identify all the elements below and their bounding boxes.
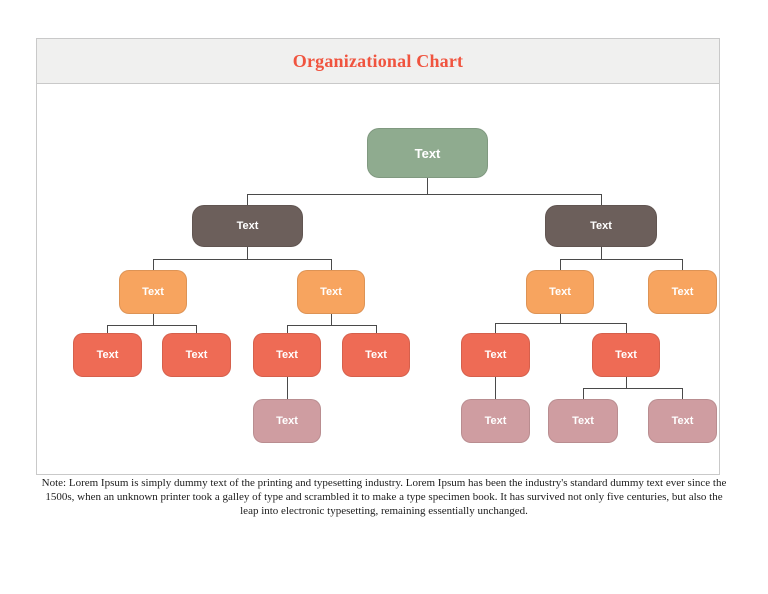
connector-segment [107, 325, 108, 333]
org-node-label: Text [365, 349, 387, 361]
org-node-label: Text [549, 286, 571, 298]
org-node-label: Text [484, 415, 507, 427]
org-node-l2-b[interactable]: Text [545, 205, 657, 247]
connector-segment [682, 259, 683, 270]
chart-header: Organizational Chart [37, 39, 719, 84]
org-node-label: Text [320, 286, 342, 298]
org-node-label: Text [236, 220, 259, 232]
org-node-root[interactable]: Text [367, 128, 488, 178]
org-node-label: Text [615, 349, 637, 361]
connector-segment [495, 323, 496, 333]
connector-segment [560, 314, 561, 323]
connector-segment [376, 325, 377, 333]
org-node-label: Text [276, 349, 298, 361]
connector-segment [153, 259, 331, 260]
chart-title: Organizational Chart [292, 50, 464, 71]
chart-frame: Organizational Chart [36, 38, 720, 475]
org-node-label: Text [671, 415, 694, 427]
connector-segment [153, 314, 154, 325]
connector-segment [495, 323, 626, 324]
connector-segment [495, 377, 496, 399]
org-node-label: Text [484, 349, 507, 361]
connector-segment [247, 194, 601, 195]
connector-segment [583, 388, 682, 389]
connector-segment [583, 388, 584, 399]
org-node-l3-a[interactable]: Text [119, 270, 187, 314]
connector-segment [601, 194, 602, 205]
connector-segment [287, 377, 288, 399]
connector-segment [107, 325, 196, 326]
org-node-label: Text [96, 349, 119, 361]
org-node-l2-a[interactable]: Text [192, 205, 303, 247]
org-node-l4-b[interactable]: Text [162, 333, 231, 377]
connector-segment [287, 325, 288, 333]
org-node-label: Text [572, 415, 594, 427]
org-node-l4-d[interactable]: Text [342, 333, 410, 377]
connector-segment [247, 194, 248, 205]
connector-segment [331, 314, 332, 325]
org-node-label: Text [590, 220, 612, 232]
org-node-label: Text [671, 286, 694, 298]
connector-segment [560, 259, 682, 260]
connector-segment [626, 323, 627, 333]
connector-segment [560, 259, 561, 270]
connector-segment [626, 377, 627, 388]
connector-segment [601, 247, 602, 259]
org-node-l5-c[interactable]: Text [548, 399, 618, 443]
connector-segment [287, 325, 376, 326]
org-node-l5-a[interactable]: Text [253, 399, 321, 443]
org-node-label: Text [142, 286, 164, 298]
org-node-l4-c[interactable]: Text [253, 333, 321, 377]
connector-segment [331, 259, 332, 270]
org-node-l3-b[interactable]: Text [297, 270, 365, 314]
connector-segment [247, 247, 248, 259]
note-text: Note: Lorem Ipsum is simply dummy text o… [41, 477, 727, 517]
org-node-l5-b[interactable]: Text [461, 399, 530, 443]
org-node-l3-d[interactable]: Text [648, 270, 717, 314]
org-node-label: Text [276, 415, 298, 427]
org-node-label: Text [414, 145, 441, 161]
org-node-l4-f[interactable]: Text [592, 333, 660, 377]
org-node-l4-e[interactable]: Text [461, 333, 530, 377]
org-node-l4-a[interactable]: Text [73, 333, 142, 377]
org-node-l3-c[interactable]: Text [526, 270, 594, 314]
connector-segment [427, 178, 428, 194]
connector-segment [196, 325, 197, 333]
org-node-label: Text [185, 349, 208, 361]
org-node-l5-d[interactable]: Text [648, 399, 717, 443]
connector-segment [682, 388, 683, 399]
connector-segment [153, 259, 154, 270]
